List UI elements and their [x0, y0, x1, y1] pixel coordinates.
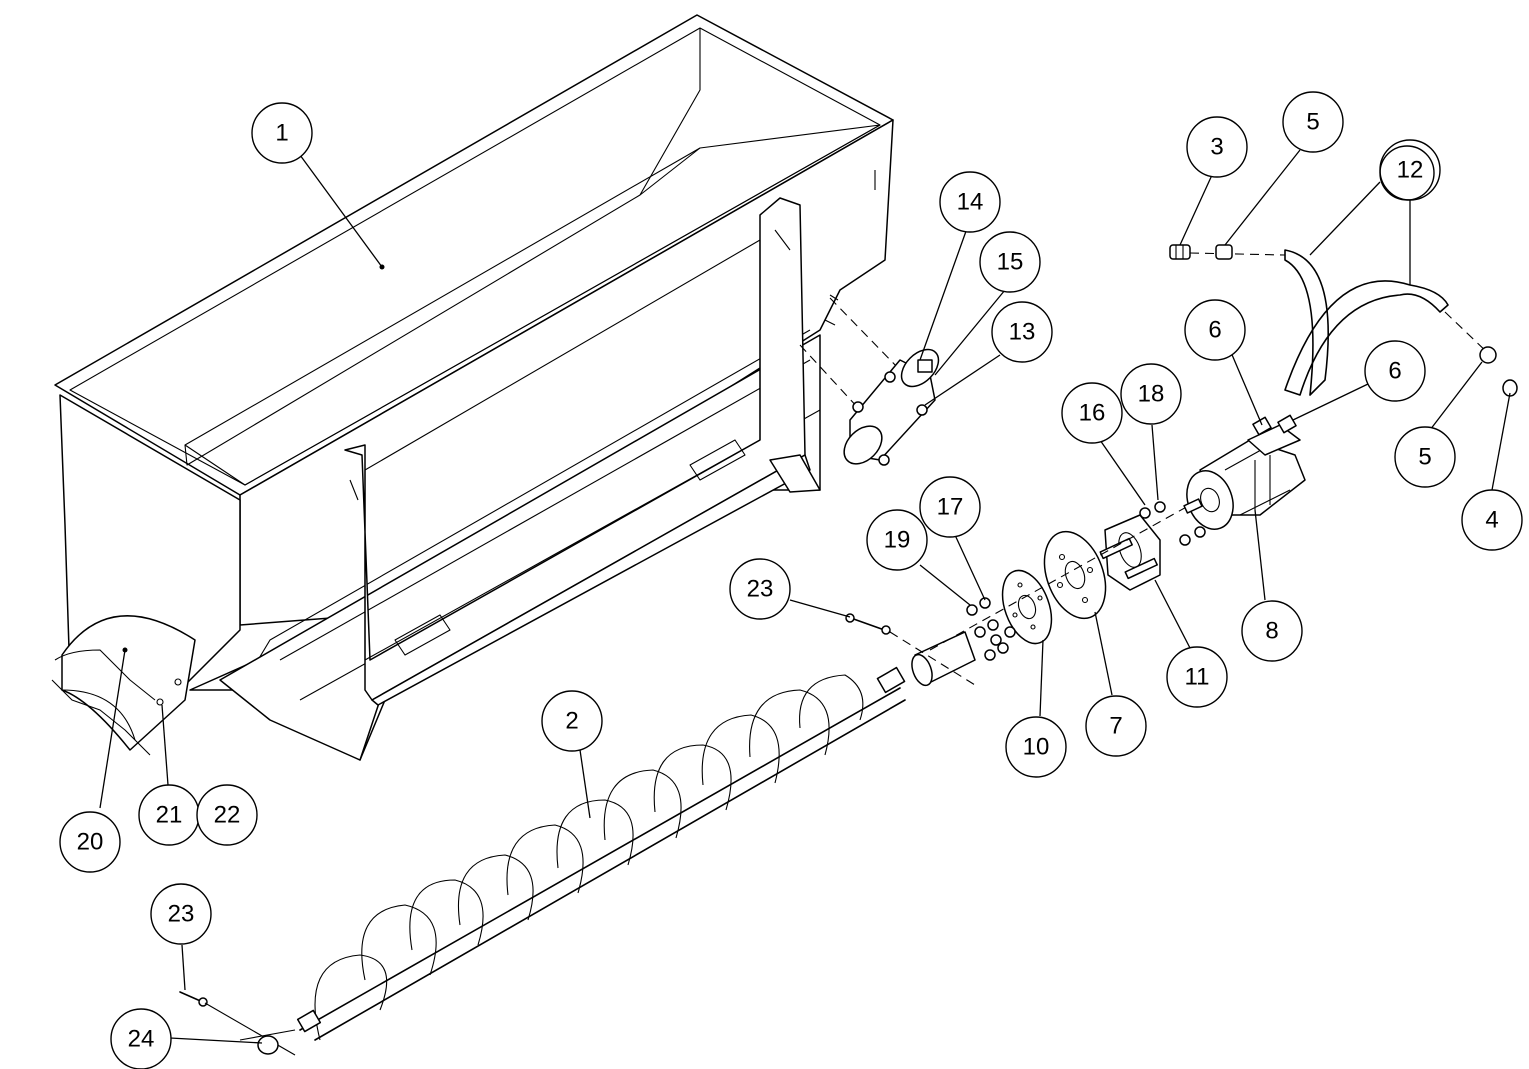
callout-2: 2: [541, 690, 603, 752]
callout-22: 22: [196, 784, 258, 846]
callout-5-right: 5: [1394, 426, 1456, 488]
svg-text:17: 17: [937, 494, 964, 521]
svg-text:1: 1: [275, 120, 288, 147]
svg-text:24: 24: [128, 1026, 155, 1053]
svg-text:10: 10: [1023, 734, 1050, 761]
callout-3: 3: [1186, 116, 1248, 178]
callout-18: 18: [1120, 363, 1182, 425]
svg-text:23: 23: [747, 576, 774, 603]
svg-text:5: 5: [1306, 109, 1319, 136]
hydraulic-hoses: [1169, 244, 1518, 397]
svg-text:23: 23: [168, 901, 195, 928]
callout-7: 7: [1085, 695, 1147, 757]
bearing-assembly: [799, 297, 940, 466]
callout-10: 10: [1005, 716, 1067, 778]
svg-text:5: 5: [1418, 444, 1431, 471]
callout-6-right: 6: [1364, 340, 1426, 402]
callout-15: 15: [979, 231, 1041, 293]
callout-1: 1: [251, 102, 313, 164]
callout-21: 21: [138, 784, 200, 846]
svg-text:15: 15: [997, 249, 1024, 276]
callout-23-lower: 23: [150, 883, 212, 945]
leader-lines: [99, 149, 1511, 1044]
svg-text:19: 19: [884, 527, 911, 554]
discharge-chute: [51, 615, 196, 756]
callout-23-upper: 23: [729, 558, 791, 620]
svg-text:7: 7: [1109, 713, 1122, 740]
svg-text:16: 16: [1079, 400, 1106, 427]
coupling-assembly: [845, 501, 1206, 687]
auger-screw: [296, 666, 906, 1041]
callout-17: 17: [919, 476, 981, 538]
svg-text:6: 6: [1208, 317, 1221, 344]
svg-text:14: 14: [957, 189, 984, 216]
callout-13: 13: [991, 301, 1053, 363]
svg-text:11: 11: [1185, 664, 1210, 691]
callout-16: 16: [1061, 382, 1123, 444]
callout-11: 11: [1166, 646, 1228, 708]
svg-text:21: 21: [156, 802, 183, 829]
callout-6-left: 6: [1184, 299, 1246, 361]
callout-14: 14: [939, 171, 1001, 233]
callout-4: 4: [1461, 489, 1523, 551]
callout-5-top: 5: [1282, 91, 1344, 153]
svg-text:8: 8: [1265, 618, 1278, 645]
callout-8: 8: [1241, 600, 1303, 662]
svg-text:4: 4: [1485, 507, 1498, 534]
callout-19: 19: [866, 509, 928, 571]
svg-text:3: 3: [1210, 134, 1223, 161]
callout-24: 24: [110, 1008, 172, 1069]
svg-text:6: 6: [1388, 358, 1401, 385]
svg-text:18: 18: [1138, 381, 1165, 408]
svg-text:20: 20: [77, 829, 104, 856]
callout-bubbles: 1 2 3 4 5 5 6 6 7 8 10 11 12 13 14 15 16…: [59, 91, 1523, 1069]
callout-12: 12: [1379, 139, 1441, 201]
svg-text:22: 22: [214, 802, 241, 829]
callout-20: 20: [59, 811, 121, 873]
pin-and-cap: [179, 991, 296, 1056]
svg-text:12: 12: [1397, 157, 1424, 184]
svg-text:2: 2: [565, 708, 578, 735]
hydraulic-motor: [1183, 414, 1306, 530]
svg-text:13: 13: [1009, 319, 1036, 346]
